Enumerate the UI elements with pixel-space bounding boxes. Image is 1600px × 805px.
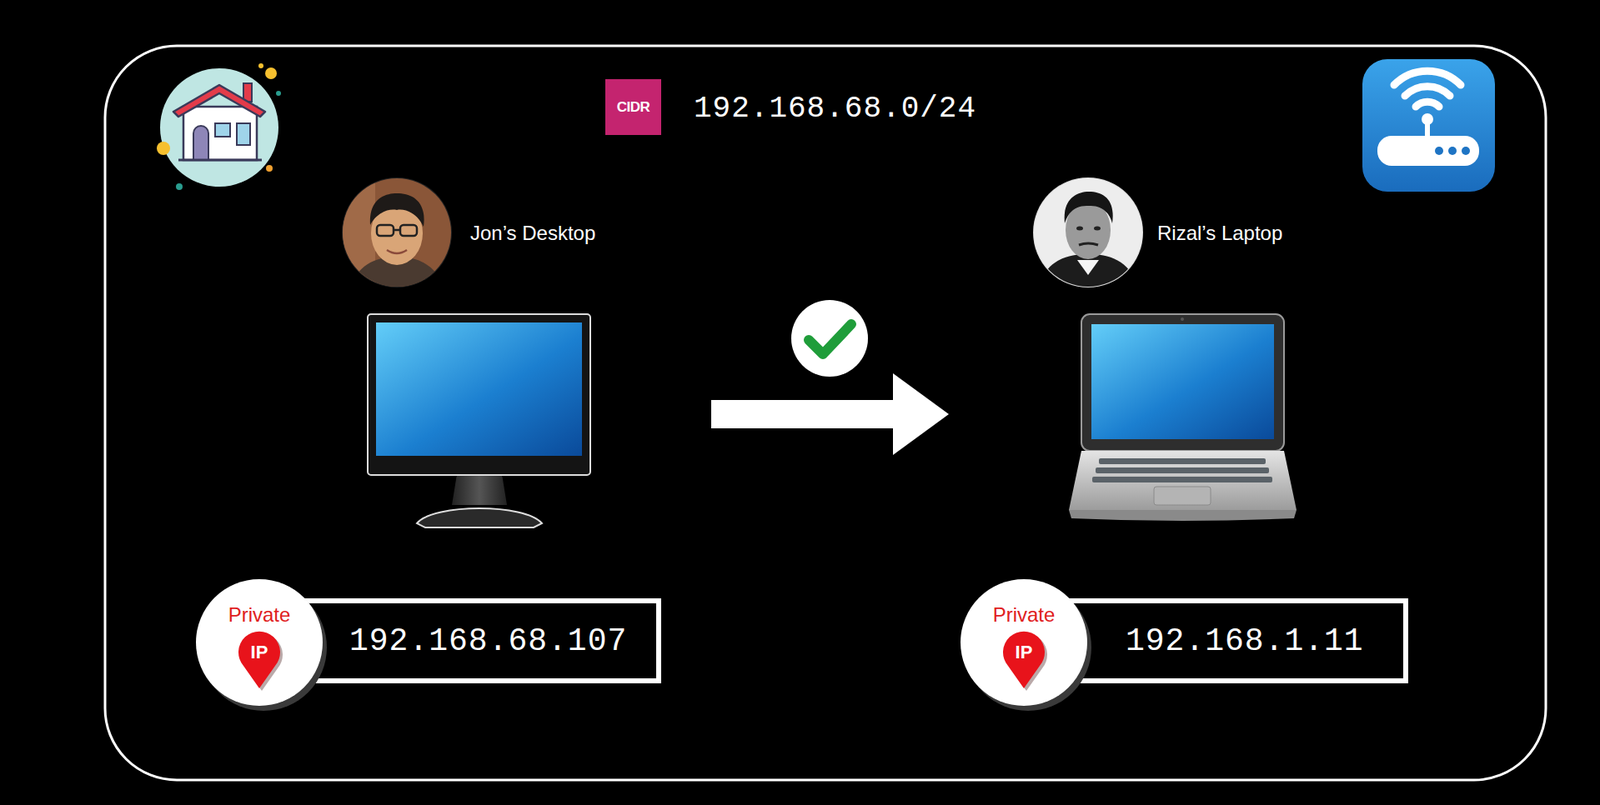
laptop [1095, 467, 1269, 474]
laptop [1068, 510, 1297, 522]
router-icon [1394, 70, 1461, 86]
house-icon [265, 165, 273, 172]
desktop-monitor [367, 314, 591, 476]
rizal-avatar [1033, 177, 1144, 288]
private-tag: Private [195, 603, 323, 627]
jon-avatar [400, 225, 417, 236]
router-icon [1362, 59, 1495, 192]
house-icon [156, 63, 281, 191]
router-icon [1424, 119, 1430, 138]
laptop [1068, 451, 1297, 511]
router-icon [1377, 135, 1480, 166]
device-label: Jon’s Desktop [470, 221, 596, 246]
device-node: Rizal’s Laptop [948, 200, 1301, 534]
house-icon [183, 106, 257, 161]
desktop-monitor [367, 314, 591, 528]
private-tag: Private [960, 603, 1088, 627]
badge-circle [960, 579, 1088, 707]
private-ip-badge: PrivateIP [960, 579, 1088, 707]
laptop [1091, 324, 1274, 440]
rizal-avatar [1076, 226, 1084, 231]
house-icon [275, 90, 281, 96]
laptop [1068, 314, 1297, 522]
rizal-avatar [1064, 191, 1114, 224]
ip-address: 192.168.68.107 [349, 623, 627, 660]
device-label: Rizal’s Laptop [1157, 221, 1283, 246]
house-icon [258, 63, 264, 69]
jon-avatar [341, 177, 452, 288]
house-icon [215, 123, 231, 137]
desktop-monitor [451, 474, 507, 506]
router-icon [1415, 101, 1440, 107]
router-icon [1434, 146, 1444, 156]
check-icon [791, 300, 868, 377]
jon-avatar [370, 193, 425, 227]
jon-avatar [341, 177, 452, 288]
jon-avatar [341, 177, 452, 288]
jon-avatar [386, 250, 407, 254]
house-icon [173, 85, 266, 117]
house-icon [156, 141, 171, 156]
ip-box: 192.168.68.107 [300, 598, 662, 684]
rizal-avatar [1033, 177, 1144, 288]
router-icon [1461, 146, 1470, 156]
jon-avatar [393, 229, 401, 232]
laptop [1092, 476, 1273, 483]
rizal-avatar [1033, 177, 1144, 288]
flow-arrow [711, 400, 895, 429]
house-icon [160, 68, 279, 187]
router-icon [1404, 86, 1450, 96]
cidr-badge: CIDR [605, 79, 662, 136]
ip-tag: IP [195, 642, 323, 664]
badge-circle [195, 579, 323, 707]
laptop [1081, 314, 1285, 452]
jon-avatar [341, 177, 452, 288]
cidr-block: 192.168.68.0/24 [693, 91, 977, 127]
device-node: Jon’s Desktop [333, 200, 712, 534]
laptop [1153, 486, 1211, 506]
rizal-avatar [1078, 243, 1099, 246]
rizal-avatar [1077, 260, 1099, 276]
ip-tag: IP [960, 642, 1088, 664]
rizal-avatar [1093, 226, 1101, 231]
jon-avatar [376, 225, 394, 236]
router-icon [1362, 59, 1495, 192]
router-icon [1448, 146, 1457, 156]
desktop-monitor [416, 508, 542, 528]
ip-box: 192.168.1.11 [1066, 598, 1409, 684]
house-icon [193, 125, 209, 161]
private-ip-badge: PrivateIP [195, 579, 323, 707]
desktop-monitor [376, 322, 582, 457]
house-icon [178, 159, 262, 162]
check-icon [791, 300, 868, 377]
badge-text: CIDR [616, 99, 651, 116]
house-icon [236, 123, 251, 146]
network-boundary [105, 45, 1546, 781]
ip-address: 192.168.1.11 [1125, 623, 1365, 660]
check-icon [808, 324, 852, 355]
house-icon [175, 183, 183, 191]
laptop [1180, 317, 1184, 322]
house-icon [265, 67, 277, 80]
laptop [1098, 458, 1266, 465]
rizal-avatar [1033, 177, 1144, 288]
